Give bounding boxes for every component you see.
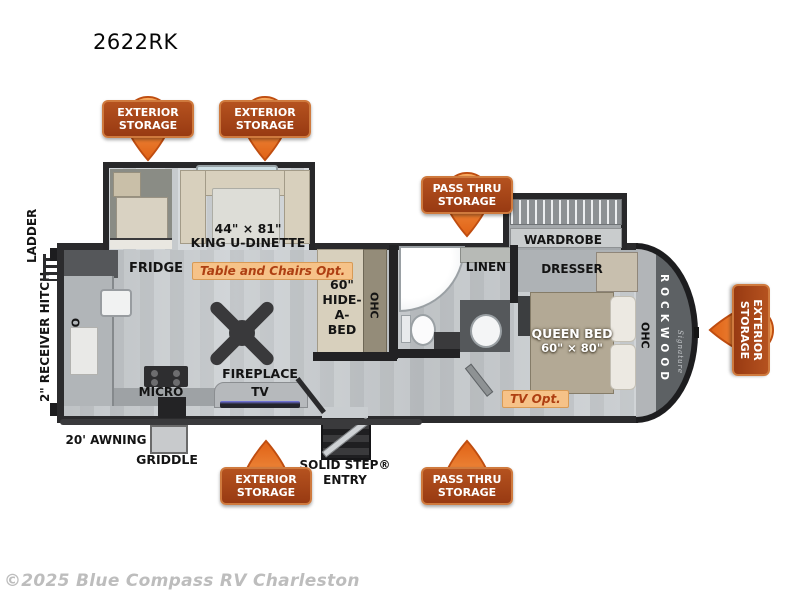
bath-wall-bottom: [398, 349, 460, 358]
pillow-bottom: [610, 344, 636, 390]
dinette-bench-left: [180, 170, 206, 244]
cooktop: [144, 366, 188, 387]
wardrobe-hangers: [510, 199, 622, 225]
fridge-counter: [110, 238, 172, 249]
queen-bed: [530, 292, 614, 394]
bed-bath-wall: [510, 245, 518, 303]
dresser-box: [596, 252, 638, 292]
brand-series-logo: Signature: [676, 330, 684, 375]
fridge-label: FRIDGE: [128, 261, 184, 276]
hide-a-bed-label: 60" HIDE- A- BED: [322, 277, 362, 337]
awning-rod: [60, 419, 422, 425]
dresser-label: DRESSER: [541, 262, 603, 276]
queen-bed-label: QUEEN BED: [531, 326, 613, 341]
pillow-top: [610, 296, 636, 342]
bathroom-sink: [470, 314, 502, 348]
queen-bed-size-label: 60" × 80": [541, 341, 603, 355]
awning-label: 20' AWNING: [65, 433, 147, 447]
half-wall-entry: [313, 352, 397, 361]
dinette-label: KING U-DINETTE: [190, 235, 306, 250]
watermark-copyright: ©2025 Blue Compass RV Charleston: [4, 571, 360, 591]
bath-wall-left: [389, 245, 398, 359]
ceiling-fan-hub: [229, 320, 255, 346]
wardrobe-shelf: [510, 228, 622, 248]
griddle-box: [150, 425, 188, 454]
brand-logo: ROCKWOOD: [658, 274, 670, 386]
tv-label: TV: [251, 385, 269, 399]
kitchen-sink: [100, 289, 132, 317]
pantry-top-box: [113, 172, 141, 197]
kingpin-mark: [694, 327, 699, 338]
toilet-bowl: [410, 314, 436, 346]
tv-unit: [220, 401, 300, 408]
solid-step-label: SOLID STEP®: [299, 458, 391, 472]
dinette-size-label: 44" × 81": [214, 221, 282, 236]
table-chairs-option-tag: Table and Chairs Opt.: [192, 262, 354, 280]
solid-step-entry-label: ENTRY: [323, 473, 367, 487]
dinette-table: [212, 188, 280, 244]
front-ohc-label: OHC: [638, 321, 652, 349]
dinette-bench-right: [284, 170, 310, 244]
ladder-label: LADDER: [25, 208, 39, 264]
bath-vanity: [434, 332, 460, 349]
hide-a-bed-ohc-label: OHC: [367, 291, 381, 319]
floorplan-title: 2622RK: [93, 30, 178, 54]
griddle-label: GRIDDLE: [136, 452, 198, 467]
oven-box: [158, 397, 186, 418]
rear-bumper-tab-top: [50, 248, 59, 261]
fireplace-label: FIREPLACE: [222, 366, 298, 381]
micro-label: MICRO: [138, 385, 184, 399]
front-ohc-cabinet: [636, 249, 656, 417]
receiver-hitch-label: 2" RECEIVER HITCH: [38, 271, 52, 403]
fridge-box: [116, 197, 168, 241]
wardrobe-label: WARDROBE: [524, 233, 602, 247]
tv-option-tag: TV Opt.: [502, 390, 569, 408]
linen-label: LINEN: [465, 260, 507, 274]
hide-a-bed-back: [363, 249, 387, 357]
rear-corner-cabinet: [64, 250, 118, 278]
dishwasher-panel: [70, 327, 98, 375]
entry-opening: [322, 407, 368, 418]
rear-bumper-tab-bottom: [50, 403, 59, 416]
cooktop-burner: [151, 370, 158, 377]
